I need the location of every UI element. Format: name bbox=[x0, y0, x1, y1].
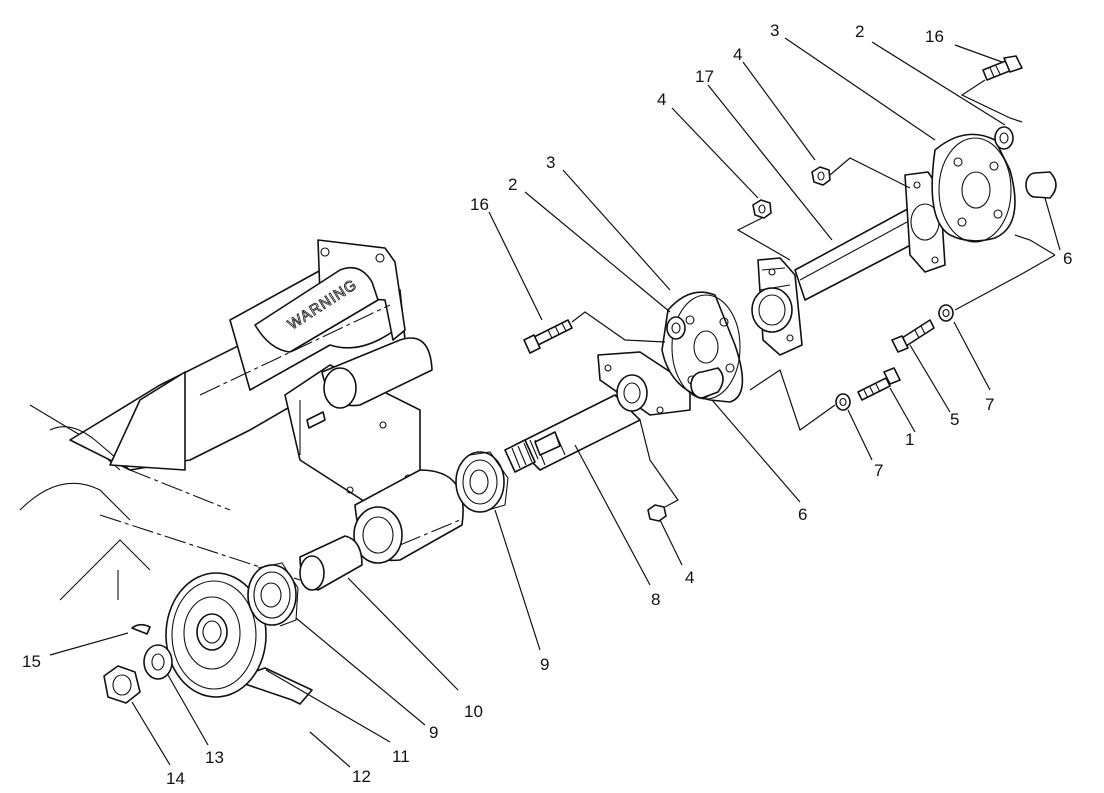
nut-4-lower bbox=[647, 504, 667, 522]
bolt-1 bbox=[857, 367, 901, 401]
callout-11: 11 bbox=[392, 747, 410, 766]
warning-decal: WARNING bbox=[254, 266, 379, 353]
callout-9-upper: 9 bbox=[540, 655, 549, 674]
spacer-right bbox=[994, 126, 1014, 150]
housing-assembly: WARNING bbox=[19, 239, 464, 601]
bolt-16-center bbox=[523, 319, 573, 354]
leader-lines bbox=[49, 37, 1061, 768]
hex-nut bbox=[103, 665, 141, 704]
shaft-assembly bbox=[455, 351, 691, 522]
nut-4-upper-right bbox=[811, 166, 831, 186]
callout-16-center: 16 bbox=[470, 195, 489, 214]
spacer-center bbox=[666, 316, 686, 340]
callout-17: 17 bbox=[695, 67, 714, 86]
callout-9-lower: 9 bbox=[429, 723, 438, 742]
callout-16-right: 16 bbox=[925, 27, 944, 46]
washer-7-right bbox=[938, 304, 954, 322]
callout-4-lower: 4 bbox=[685, 568, 694, 587]
bracket-tube-assembly bbox=[736, 55, 1057, 431]
callout-4-top-center: 4 bbox=[657, 90, 666, 109]
callout-13: 13 bbox=[205, 748, 224, 767]
callout-3-center: 3 bbox=[546, 153, 555, 172]
bolt-5 bbox=[891, 319, 935, 353]
callout-6-right: 6 bbox=[1063, 249, 1072, 268]
callout-1: 1 bbox=[905, 430, 914, 449]
callout-15: 15 bbox=[22, 652, 41, 671]
callout-14: 14 bbox=[166, 769, 185, 788]
nut-4-upper-center bbox=[752, 199, 772, 219]
washer-7-left bbox=[835, 393, 851, 411]
pulley-assembly bbox=[103, 535, 363, 705]
woodruff-key bbox=[131, 623, 151, 635]
coupling-flange-center bbox=[523, 291, 744, 403]
callout-8: 8 bbox=[651, 590, 660, 609]
callout-7-left: 7 bbox=[874, 461, 883, 480]
callout-4-top-right: 4 bbox=[733, 45, 742, 64]
callout-labels: 1 2 2 3 3 4 4 4 4 5 6 6 7 7 8 9 9 10 11 … bbox=[22, 21, 1072, 788]
bolt-16-right bbox=[982, 55, 1023, 81]
callout-12: 12 bbox=[352, 767, 371, 786]
callout-2-right: 2 bbox=[855, 22, 864, 41]
washer-13 bbox=[143, 644, 173, 680]
callout-3-right: 3 bbox=[770, 21, 779, 40]
callout-5: 5 bbox=[950, 410, 959, 429]
callout-2-center: 2 bbox=[508, 175, 517, 194]
callout-6-center: 6 bbox=[798, 505, 807, 524]
callout-10: 10 bbox=[464, 702, 483, 721]
flange-disc-right bbox=[931, 133, 1016, 242]
callout-7-right: 7 bbox=[985, 395, 994, 414]
